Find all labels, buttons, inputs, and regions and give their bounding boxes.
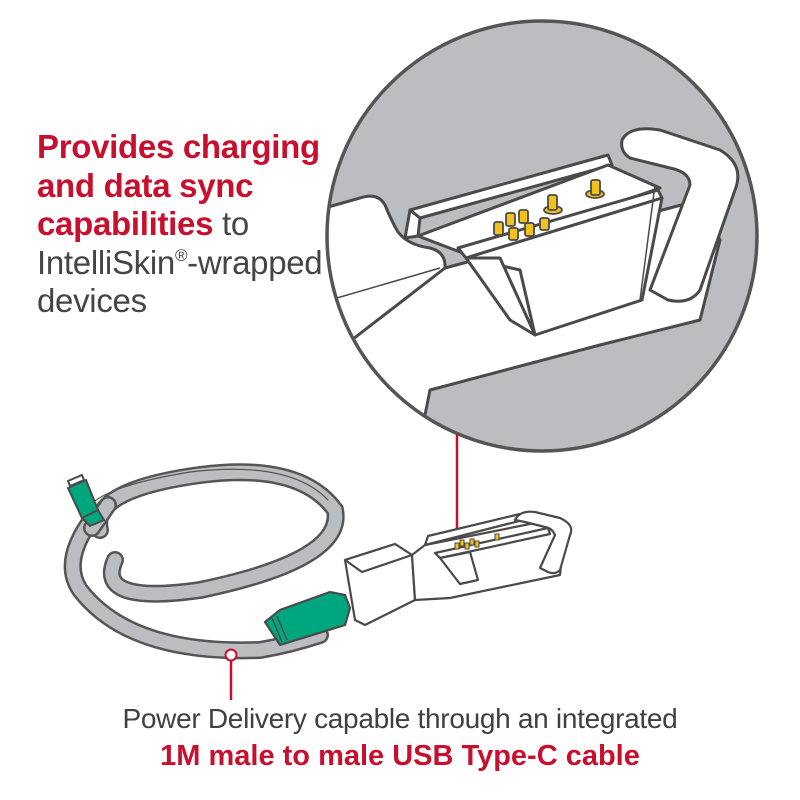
headline-line-2: and data sync — [37, 166, 254, 204]
cable-callout-leader — [224, 648, 238, 700]
usb-c-cable — [63, 463, 345, 660]
cradle-pins — [454, 533, 500, 550]
headline-line-1: Provides charging — [37, 128, 320, 165]
charging-cradle — [343, 510, 573, 627]
usb-c-connector-large — [263, 590, 352, 647]
registered-mark: ® — [174, 245, 188, 265]
headline-line-4-suffix: -wrapped — [187, 243, 323, 281]
detail-callout-leader — [450, 434, 464, 543]
cable-caption-line-2: 1M male to male USB Type-C cable — [160, 740, 640, 772]
usb-c-connector-small — [66, 473, 106, 528]
magnified-detail-circle — [325, 19, 759, 453]
cable-caption-line-1: Power Delivery capable through an integr… — [122, 703, 678, 734]
headline-line-3: capabilities — [37, 205, 214, 242]
headline-line-3-suffix: to — [213, 205, 249, 242]
headline-line-5: devices — [37, 282, 147, 319]
brand-name: IntelliSkin — [37, 243, 175, 281]
pogo-pins — [493, 179, 605, 241]
charging-sync-callout: Provides charging and data sync capabili… — [37, 128, 337, 321]
